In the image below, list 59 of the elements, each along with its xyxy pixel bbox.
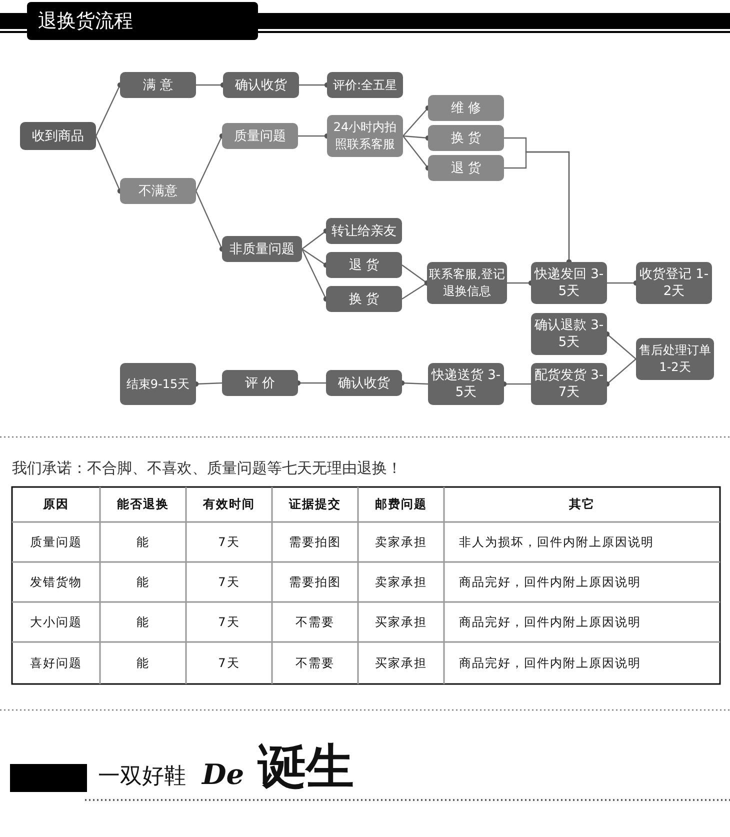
table-cell-text: 能 — [136, 534, 150, 550]
table-cell-text: 买家承担 — [374, 654, 428, 672]
process-box: 不满意 — [120, 178, 196, 204]
process-box: 换 货 — [428, 125, 504, 151]
table-cell-text: 需要拍图 — [288, 574, 342, 590]
section-heading: De — [202, 758, 244, 792]
table-header-cell-text: 证据提交 — [288, 496, 342, 513]
table-cell-text: 7天 — [217, 654, 241, 672]
process-box: 满 意 — [120, 72, 196, 98]
process-box: 评价:全五星 — [327, 72, 403, 98]
process-box: 评 价 — [222, 370, 298, 396]
table-cell-text: 7天 — [217, 534, 241, 550]
table-cell-text: 卖家承担 — [374, 534, 428, 550]
table-cell-text: 商品完好，回件内附上原因说明 — [458, 574, 642, 590]
table-header-cell-text: 有效时间 — [202, 496, 256, 513]
process-box: 收到商品 — [20, 122, 96, 150]
table-cell-text: 卖家承担 — [374, 574, 428, 590]
table-cell-text: 能 — [136, 654, 150, 672]
title: 退换货流程 — [38, 9, 133, 34]
table-cell-text: 喜好问题 — [29, 654, 83, 672]
process-box: 结束9-15天 — [120, 363, 196, 405]
table-cell-text: 需要拍图 — [288, 534, 342, 550]
table-cell-text: 商品完好，回件内附上原因说明 — [458, 654, 642, 672]
process-box: 快递送货 3-5天 — [428, 363, 504, 405]
table-header-cell-text: 其它 — [568, 496, 596, 513]
process-box: 收货登记 1-2天 — [636, 262, 712, 304]
table-cell-text: 商品完好，回件内附上原因说明 — [458, 614, 642, 630]
table-cell-text: 大小问题 — [29, 614, 83, 630]
table-cell-text: 质量问题 — [29, 534, 83, 550]
process-box: 非质量问题 — [222, 236, 302, 262]
section-heading: 一双好鞋 — [98, 763, 186, 791]
table-cell-text: 不需要 — [294, 614, 336, 630]
process-box: 售后处理订单1-2天 — [636, 338, 714, 380]
process-box: 确认退款 3-5天 — [531, 313, 607, 355]
process-box: 换 货 — [326, 286, 402, 312]
table-cell-text: 能 — [136, 574, 150, 590]
table-cell-text: 7天 — [217, 614, 241, 630]
process-box: 退 货 — [428, 155, 504, 181]
table-cell-text: 非人为损坏，回件内附上原因说明 — [458, 534, 655, 550]
process-box: 退 货 — [326, 252, 402, 278]
section-heading: 诞生 — [258, 738, 354, 796]
promise-note: 我们承诺：不合脚、不喜欢、质量问题等七天无理由退换！ — [12, 458, 402, 478]
table-header-cell-text: 能否退换 — [116, 496, 170, 513]
process-box: 转让给亲友 — [326, 218, 402, 244]
process-box: 24小时内拍照联系客服 — [327, 115, 403, 157]
process-box: 确认收货 — [223, 72, 299, 98]
process-box: 确认收货 — [326, 370, 402, 396]
process-box: 配货发货 3-7天 — [531, 363, 607, 405]
table-cell-text: 7天 — [217, 574, 241, 590]
table-cell-text: 不需要 — [294, 654, 336, 672]
process-box: 快递发回 3-5天 — [531, 262, 607, 304]
table-cell-text: 能 — [136, 614, 150, 630]
table-header-cell-text: 邮费问题 — [374, 496, 428, 513]
table-cell-text: 发错货物 — [29, 574, 83, 590]
process-box: 质量问题 — [222, 123, 298, 149]
process-box: 维 修 — [428, 95, 504, 121]
table-cell-text: 买家承担 — [374, 614, 428, 630]
process-box: 联系客服,登记退换信息 — [427, 262, 507, 304]
table-header-cell-text: 原因 — [42, 496, 70, 513]
